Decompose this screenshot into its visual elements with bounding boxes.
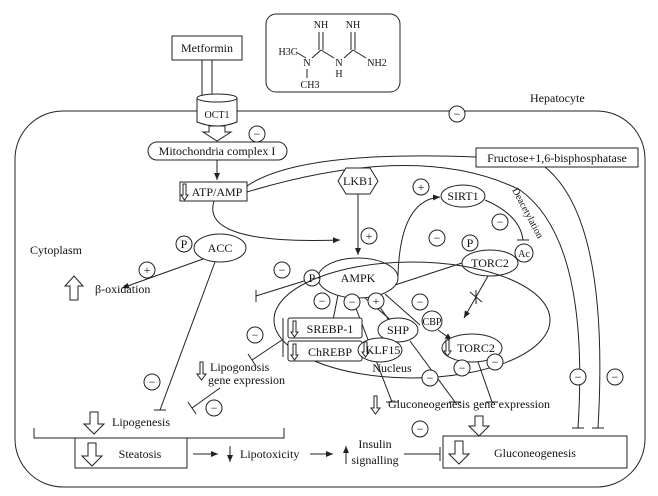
svg-text:N: N: [335, 58, 342, 69]
svg-text:−: −: [459, 361, 466, 375]
svg-text:P: P: [181, 237, 188, 251]
down-arrow-icon: [443, 339, 452, 357]
down-arrow-icon: [361, 341, 370, 358]
shp-node: [377, 317, 419, 343]
down-arrow-icon: [80, 442, 104, 467]
down-arrow-icon: [370, 395, 381, 415]
svg-text:SIRT1: SIRT1: [447, 189, 478, 203]
svg-text:H: H: [335, 69, 342, 80]
minus-sign: [448, 105, 466, 123]
svg-text:−: −: [417, 295, 424, 309]
down-arrow-icon: [447, 440, 471, 465]
down-arrow-icon: [180, 183, 189, 201]
svg-text:Fructose+1,6-bisphosphatase: Fructose+1,6-bisphosphatase: [487, 151, 627, 165]
nucleus: [273, 261, 551, 379]
svg-text:+: +: [373, 294, 380, 308]
gluconeogenesis-box: [442, 435, 628, 469]
cell-membrane: [14, 110, 646, 488]
down-arrow-icon: [290, 320, 299, 338]
svg-text:CBP: CBP: [423, 317, 442, 328]
down-arrow-icon: [196, 361, 207, 381]
svg-text:H3C: H3C: [279, 47, 298, 58]
acc-node: [193, 233, 247, 263]
down-arrow-icon: [82, 411, 106, 435]
deacetylation-label: Deacetylation: [509, 186, 545, 240]
svg-text:−: −: [279, 263, 286, 277]
svg-text:Gluconeogenesis: Gluconeogenesis: [494, 446, 576, 460]
svg-text:NH: NH: [346, 20, 360, 31]
svg-text:−: −: [417, 422, 424, 436]
svg-text:ChREBP: ChREBP: [308, 345, 352, 359]
svg-text:−: −: [211, 401, 218, 415]
metformin-label: Metformin: [181, 41, 233, 55]
svg-text:−: −: [575, 370, 582, 384]
svg-text:KLF15: KLF15: [366, 343, 401, 357]
beta-oxidation-label: β-oxidation: [95, 282, 150, 296]
lkb1-hexagon: [337, 167, 379, 195]
cytoplasm-label: Cytoplasm: [30, 243, 83, 257]
svg-text:−: −: [349, 295, 356, 309]
srebp1-box: [287, 317, 363, 339]
svg-text:TORC2: TORC2: [457, 341, 495, 355]
svg-text:P: P: [467, 236, 474, 250]
nucleus-label: Nucleus: [372, 361, 412, 375]
metformin-box: [171, 35, 243, 61]
metformin-structure: NH NH H3C N N H NH2 CH3: [265, 13, 401, 93]
svg-text:Steatosis: Steatosis: [119, 447, 162, 461]
svg-text:SHP: SHP: [387, 323, 409, 337]
cbp-node: [421, 310, 443, 332]
svg-text:Lipotoxicity: Lipotoxicity: [240, 447, 299, 461]
svg-text:−: −: [434, 231, 441, 245]
down-arrow-icon: [467, 415, 491, 437]
svg-text:NH: NH: [314, 20, 328, 31]
svg-text:−: −: [427, 371, 434, 385]
svg-text:P: P: [309, 271, 316, 285]
svg-text:+: +: [366, 229, 373, 243]
klf15-node: [357, 337, 403, 363]
svg-text:ATP/AMP: ATP/AMP: [192, 185, 243, 199]
hepatocyte-label: Hepatocyte: [530, 91, 585, 105]
svg-text:AMPK: AMPK: [341, 271, 376, 285]
svg-text:−: −: [149, 375, 156, 389]
svg-text:−: −: [497, 215, 504, 229]
svg-text:−: −: [454, 107, 461, 121]
gluco-gene-label: Gluconeogenesis gene expression: [388, 397, 550, 411]
svg-text:+: +: [418, 180, 425, 194]
svg-text:OCT1: OCT1: [205, 110, 230, 121]
svg-text:Mitochondria complex I: Mitochondria complex I: [159, 144, 276, 158]
svg-text:−: −: [319, 294, 326, 308]
svg-text:LKB1: LKB1: [343, 174, 373, 188]
up-arrow-icon: [63, 275, 85, 301]
lipogenesis-label: Lipogenesis: [112, 415, 170, 429]
down-arrow-icon: [290, 343, 299, 361]
svg-text:ACC: ACC: [208, 241, 233, 255]
svg-text:−: −: [254, 127, 261, 141]
svg-text:−: −: [252, 328, 259, 342]
torc2-nucleus-node: [441, 333, 503, 363]
svg-text:Lipogonosis: Lipogonosis: [210, 360, 270, 374]
sirt1-node: [440, 184, 486, 208]
torc2-cytoplasm-node: [461, 249, 519, 277]
svg-text:Ac: Ac: [518, 249, 530, 260]
svg-text:NH2: NH2: [367, 58, 386, 69]
svg-text:+: +: [144, 263, 151, 277]
svg-text:−: −: [612, 370, 619, 384]
svg-text:gene expression: gene expression: [208, 373, 285, 387]
svg-text:signalling: signalling: [351, 453, 398, 467]
fbpase-box: [475, 147, 639, 168]
svg-text:SREBP-1: SREBP-1: [307, 322, 354, 336]
svg-text:N: N: [303, 58, 310, 69]
bracket: [33, 428, 285, 439]
svg-text:Insulin: Insulin: [358, 437, 391, 451]
svg-text:TORC2: TORC2: [471, 256, 509, 270]
svg-text:CH3: CH3: [301, 80, 320, 91]
svg-text:−: −: [492, 355, 499, 369]
oct1-transporter: OCT1: [196, 59, 238, 142]
